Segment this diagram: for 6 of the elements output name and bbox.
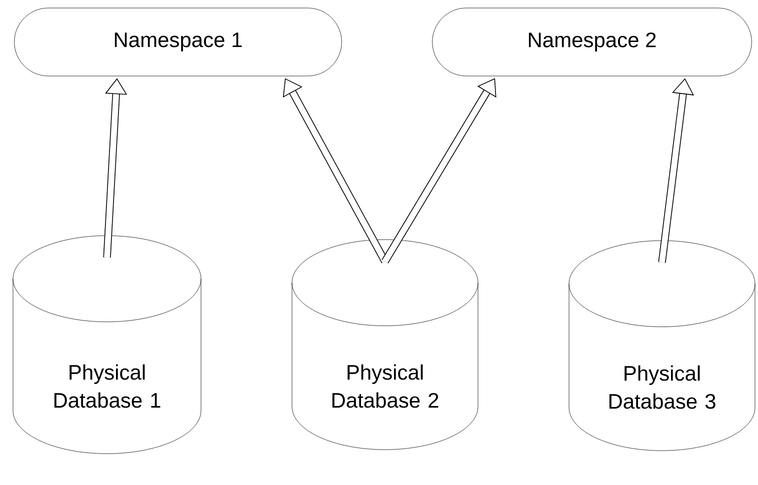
database-cylinder: Physical Database 1 xyxy=(12,235,202,454)
database-cylinder: Physical Database 2 xyxy=(292,239,478,450)
hollow-arrow xyxy=(382,78,496,264)
namespace-pill: Namespace 2 xyxy=(432,8,752,76)
database-cylinder: Physical Database 3 xyxy=(568,240,756,451)
namespace-pill: Namespace 1 xyxy=(14,8,342,76)
